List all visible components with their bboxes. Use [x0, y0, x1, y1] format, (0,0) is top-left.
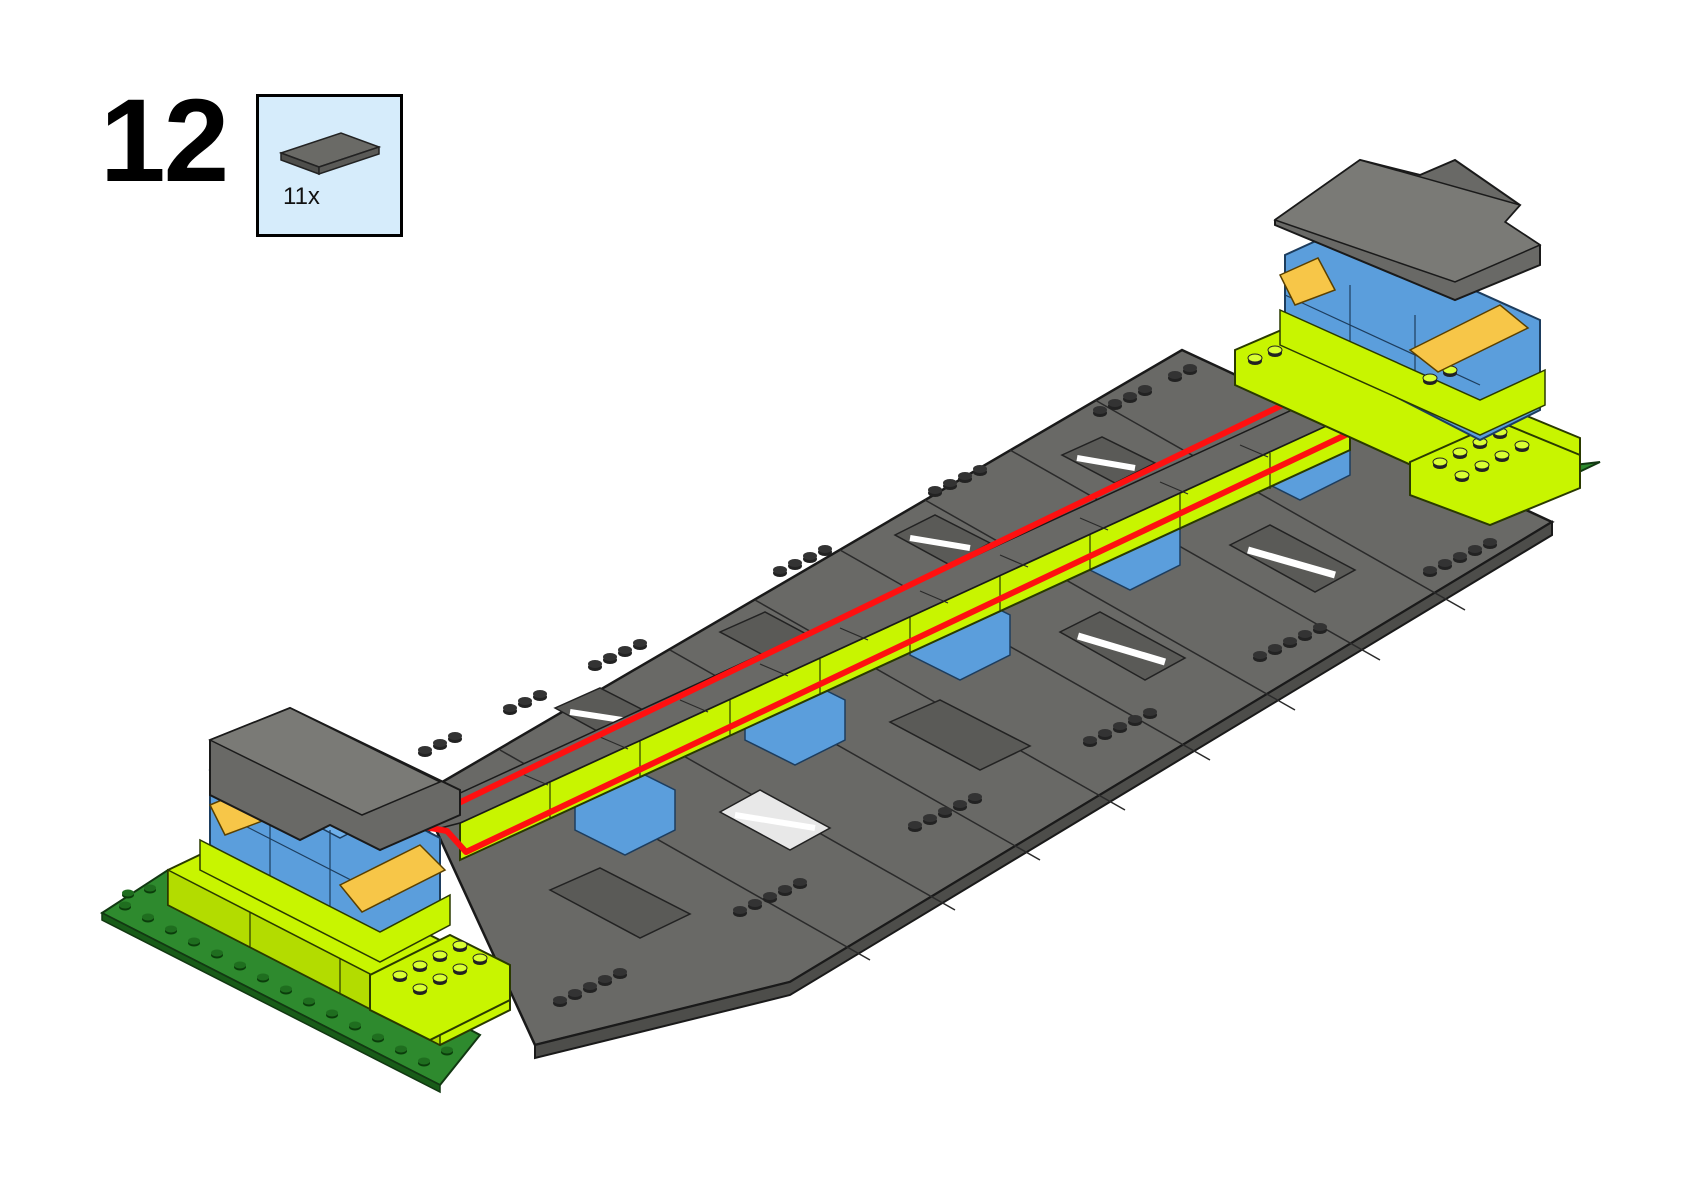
left-tower: [167, 706, 511, 1047]
step-number: 12: [100, 75, 229, 207]
right-tower: [1234, 158, 1581, 527]
gray-tile-icon: [279, 132, 382, 176]
part-quantity: 11x: [283, 183, 320, 210]
green-baseplate-left: [100, 868, 482, 1094]
parts-callout: 11x: [256, 94, 403, 237]
